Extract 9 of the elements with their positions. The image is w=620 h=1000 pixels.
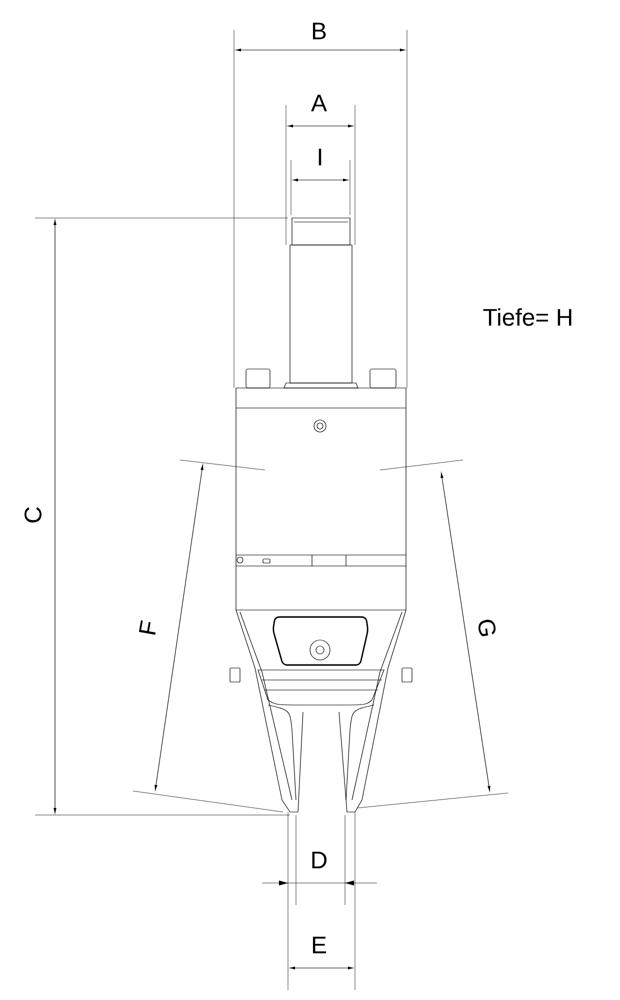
dimension-label: E [312, 936, 326, 954]
dimension-label: I [318, 148, 322, 166]
dimension-label: F [138, 620, 156, 635]
dimension-label: A [311, 94, 327, 112]
dimension-label: Tiefe= H [483, 308, 572, 326]
dimension-label: C [24, 507, 42, 522]
dimension-label: B [312, 22, 326, 40]
dimension-label: G [478, 620, 496, 636]
dimension-label: D [312, 852, 327, 868]
